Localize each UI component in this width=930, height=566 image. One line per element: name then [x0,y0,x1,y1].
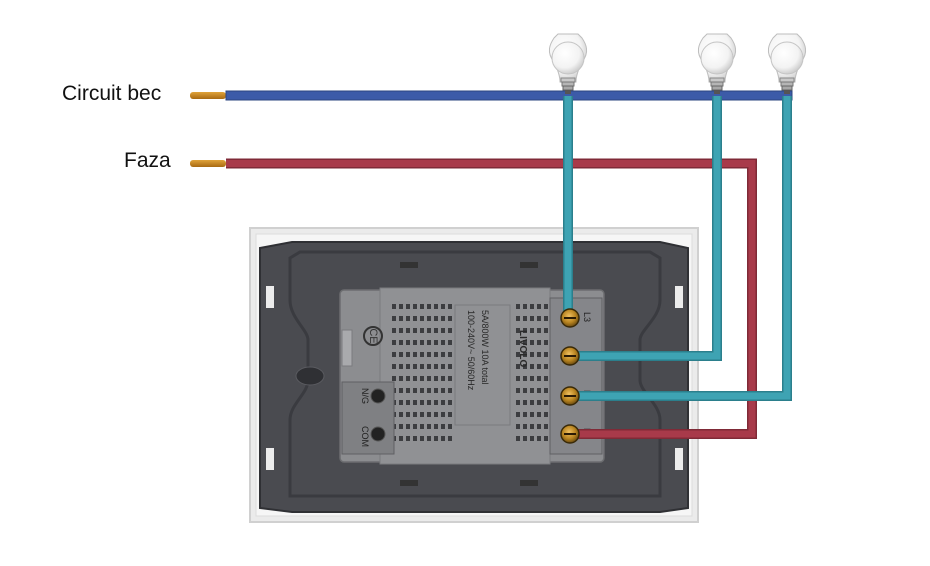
terminal-l2 [560,346,580,366]
circuit-bec-wire [190,90,793,101]
terminal-l [560,424,580,444]
rating-line-2: 5A/800W 10A total [480,310,490,385]
terminal-l1 [560,386,580,406]
terminal-label-l3: L3 [582,312,592,322]
faza-label: Faza [124,149,171,172]
vent-holes [392,304,548,441]
light-bulb-icon [548,33,588,94]
terminal-screw-icon [370,388,386,404]
rating-line-1: 100-240V~ 50/60Hz [466,310,476,391]
terminal-screw-icon [370,426,386,442]
ce-mark-icon [363,326,383,346]
circuit-bec-label: Circuit bec [62,82,162,105]
light-bulb-icon [767,33,807,94]
ce-mark: CE [367,328,379,343]
switch-module: CE 100-240V~ 50/60Hz 5A/800W 10A total L… [339,287,605,465]
terminal-label-com: COM [360,426,370,447]
terminal-l3 [560,308,580,328]
faza-wire [190,158,757,439]
brand-name: LIVOLO [517,330,528,367]
switched-wire-l1 [574,96,792,401]
light-bulb-icon [697,33,737,94]
terminal-label-ng: N/G [360,388,370,404]
switched-wire-l2 [574,96,722,361]
